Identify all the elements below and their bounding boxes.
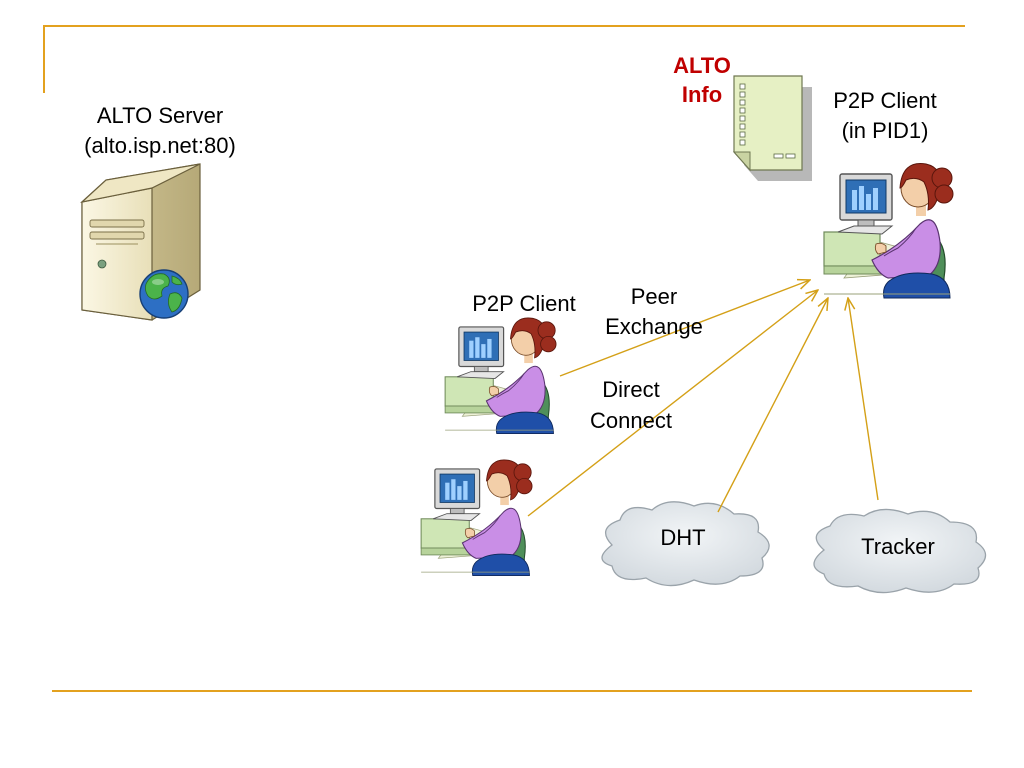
peer-exchange-arrow xyxy=(559,280,810,377)
tracker-cloud-icon xyxy=(813,508,987,594)
target-client-label: P2P Client (in PID1) xyxy=(833,88,937,143)
alto-server-label: ALTO Server (alto.isp.net:80) xyxy=(60,101,260,161)
dht-cloud-icon xyxy=(601,501,770,587)
peer-exchange-label: Peer Exchange xyxy=(605,284,703,339)
mid-client-label: P2P Client xyxy=(472,291,576,316)
alto-info-label: ALTO Info xyxy=(673,53,731,107)
dht-label: DHT xyxy=(660,525,706,550)
connection-arrows xyxy=(527,280,879,517)
tracker-arrow xyxy=(848,298,879,501)
lower-client-icon xyxy=(420,459,533,577)
document-icon xyxy=(732,75,812,181)
left-rule xyxy=(43,25,45,93)
top-rule xyxy=(43,25,965,27)
target-client-icon xyxy=(823,162,954,299)
tracker-label: Tracker xyxy=(861,534,935,559)
dht-arrow xyxy=(717,298,828,513)
mid-client-icon xyxy=(444,317,557,435)
alto-server-name: ALTO Server xyxy=(96,103,224,128)
bottom-rule xyxy=(52,690,972,692)
globe-icon xyxy=(139,269,189,319)
server-tower-with-globe-icon xyxy=(80,163,201,321)
direct-connect-label: Direct Connect xyxy=(590,377,672,433)
alto-server-address: (alto.isp.net:80) xyxy=(84,133,236,158)
direct-connect-arrow xyxy=(527,290,818,517)
